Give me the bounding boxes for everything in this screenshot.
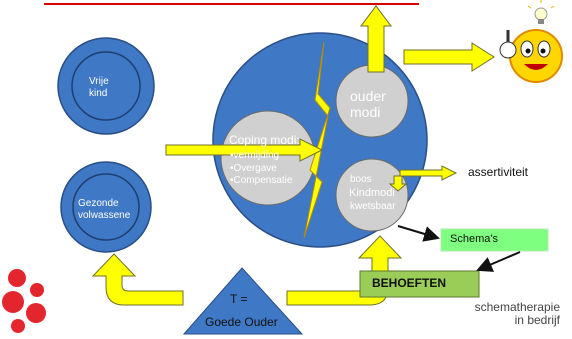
child-mode-circle: [335, 158, 409, 232]
accent-line: [44, 3, 419, 5]
brand-line-1: schematherapie: [474, 300, 560, 314]
coping-item: Compensatie: [230, 175, 293, 188]
schemas-label: Schema's: [450, 233, 498, 245]
parent-up-arrow: [360, 5, 392, 73]
coping-title: Coping modi:: [229, 133, 300, 147]
top-right-arrow: [403, 42, 495, 72]
healthy-adult-label: Gezonde volwassene: [78, 198, 131, 221]
child-mode-label-2: Kindmodi: [349, 187, 395, 199]
schemas-arrow: [397, 225, 440, 242]
needs-label: BEHOEFTEN: [372, 276, 447, 290]
therapist-label-2: Goede Ouder: [205, 315, 278, 329]
idea-character-icon: [499, 0, 563, 83]
coping-list: vermijding Overgave Compensatie: [230, 150, 293, 188]
logo-dots-icon: [2, 269, 46, 333]
free-child-label: Vrije kind: [89, 76, 109, 99]
child-mode-label-3: kwetsbaar: [350, 201, 396, 212]
coping-item: Overgave: [230, 163, 292, 176]
split-lightning: [303, 41, 331, 239]
assertiveness-label: assertiviteit: [468, 165, 529, 179]
goede-ouder-u-arrow: [91, 253, 184, 306]
therapist-label-1: T =: [230, 292, 248, 306]
therapist-triangle: [182, 267, 304, 335]
free-child-circle: [57, 37, 155, 135]
coping-item: vermijding: [230, 150, 292, 163]
assertiveness-arrow: [399, 165, 458, 181]
small-down-arrow: [388, 175, 408, 192]
parent-mode-label: ouder modi: [350, 88, 386, 121]
brand-line-2: in bedrijf: [514, 313, 560, 328]
needs-box: [359, 270, 480, 298]
child-mode-label-1: boos: [350, 174, 372, 185]
schemas-box: [440, 228, 549, 252]
brand-logo: schematherapie in bedrijf: [474, 300, 560, 328]
healthy-adult-circle: [60, 161, 152, 253]
needs-arrow: [476, 251, 521, 272]
